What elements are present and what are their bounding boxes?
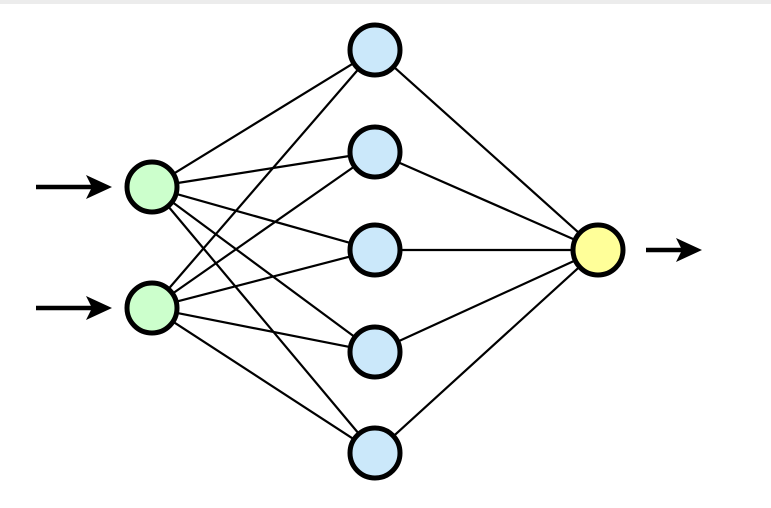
connections-group xyxy=(166,61,582,442)
connection-i2-h5 xyxy=(170,319,357,442)
connection-i1-h1 xyxy=(170,61,357,176)
connection-h2-o1 xyxy=(395,160,578,242)
node-i1-input[interactable] xyxy=(124,159,180,215)
node-h4-hidden[interactable] xyxy=(347,324,403,380)
connection-i1-h4 xyxy=(169,199,358,340)
node-h2-hidden[interactable] xyxy=(347,124,403,180)
connection-i2-h3 xyxy=(173,254,354,304)
connection-i1-h2 xyxy=(174,154,353,185)
nodes-group xyxy=(124,22,626,481)
connection-i2-h4 xyxy=(173,311,354,349)
node-i2-input[interactable] xyxy=(124,280,180,336)
io-arrows-group xyxy=(36,175,702,320)
connection-i1-h3 xyxy=(173,192,354,245)
connection-h1-o1 xyxy=(391,64,582,236)
connection-i1-h5 xyxy=(166,203,361,437)
top-edge-band xyxy=(0,0,771,4)
node-o1-output[interactable] xyxy=(570,222,626,278)
output-arrow-head-icon xyxy=(676,238,702,262)
node-h1-hidden[interactable] xyxy=(347,22,403,78)
node-h3-hidden[interactable] xyxy=(347,222,403,278)
output-arrow xyxy=(646,238,702,262)
input-arrow-bottom-head-icon xyxy=(86,296,112,320)
input-arrow-bottom xyxy=(36,296,112,320)
node-h5-hidden[interactable] xyxy=(347,425,403,481)
connection-h5-o1 xyxy=(391,264,582,439)
connection-h4-o1 xyxy=(395,258,578,344)
connection-i2-h2 xyxy=(170,164,357,296)
connection-i2-h1 xyxy=(166,66,361,292)
input-arrow-top xyxy=(36,175,112,199)
input-arrow-top-head-icon xyxy=(86,175,112,199)
